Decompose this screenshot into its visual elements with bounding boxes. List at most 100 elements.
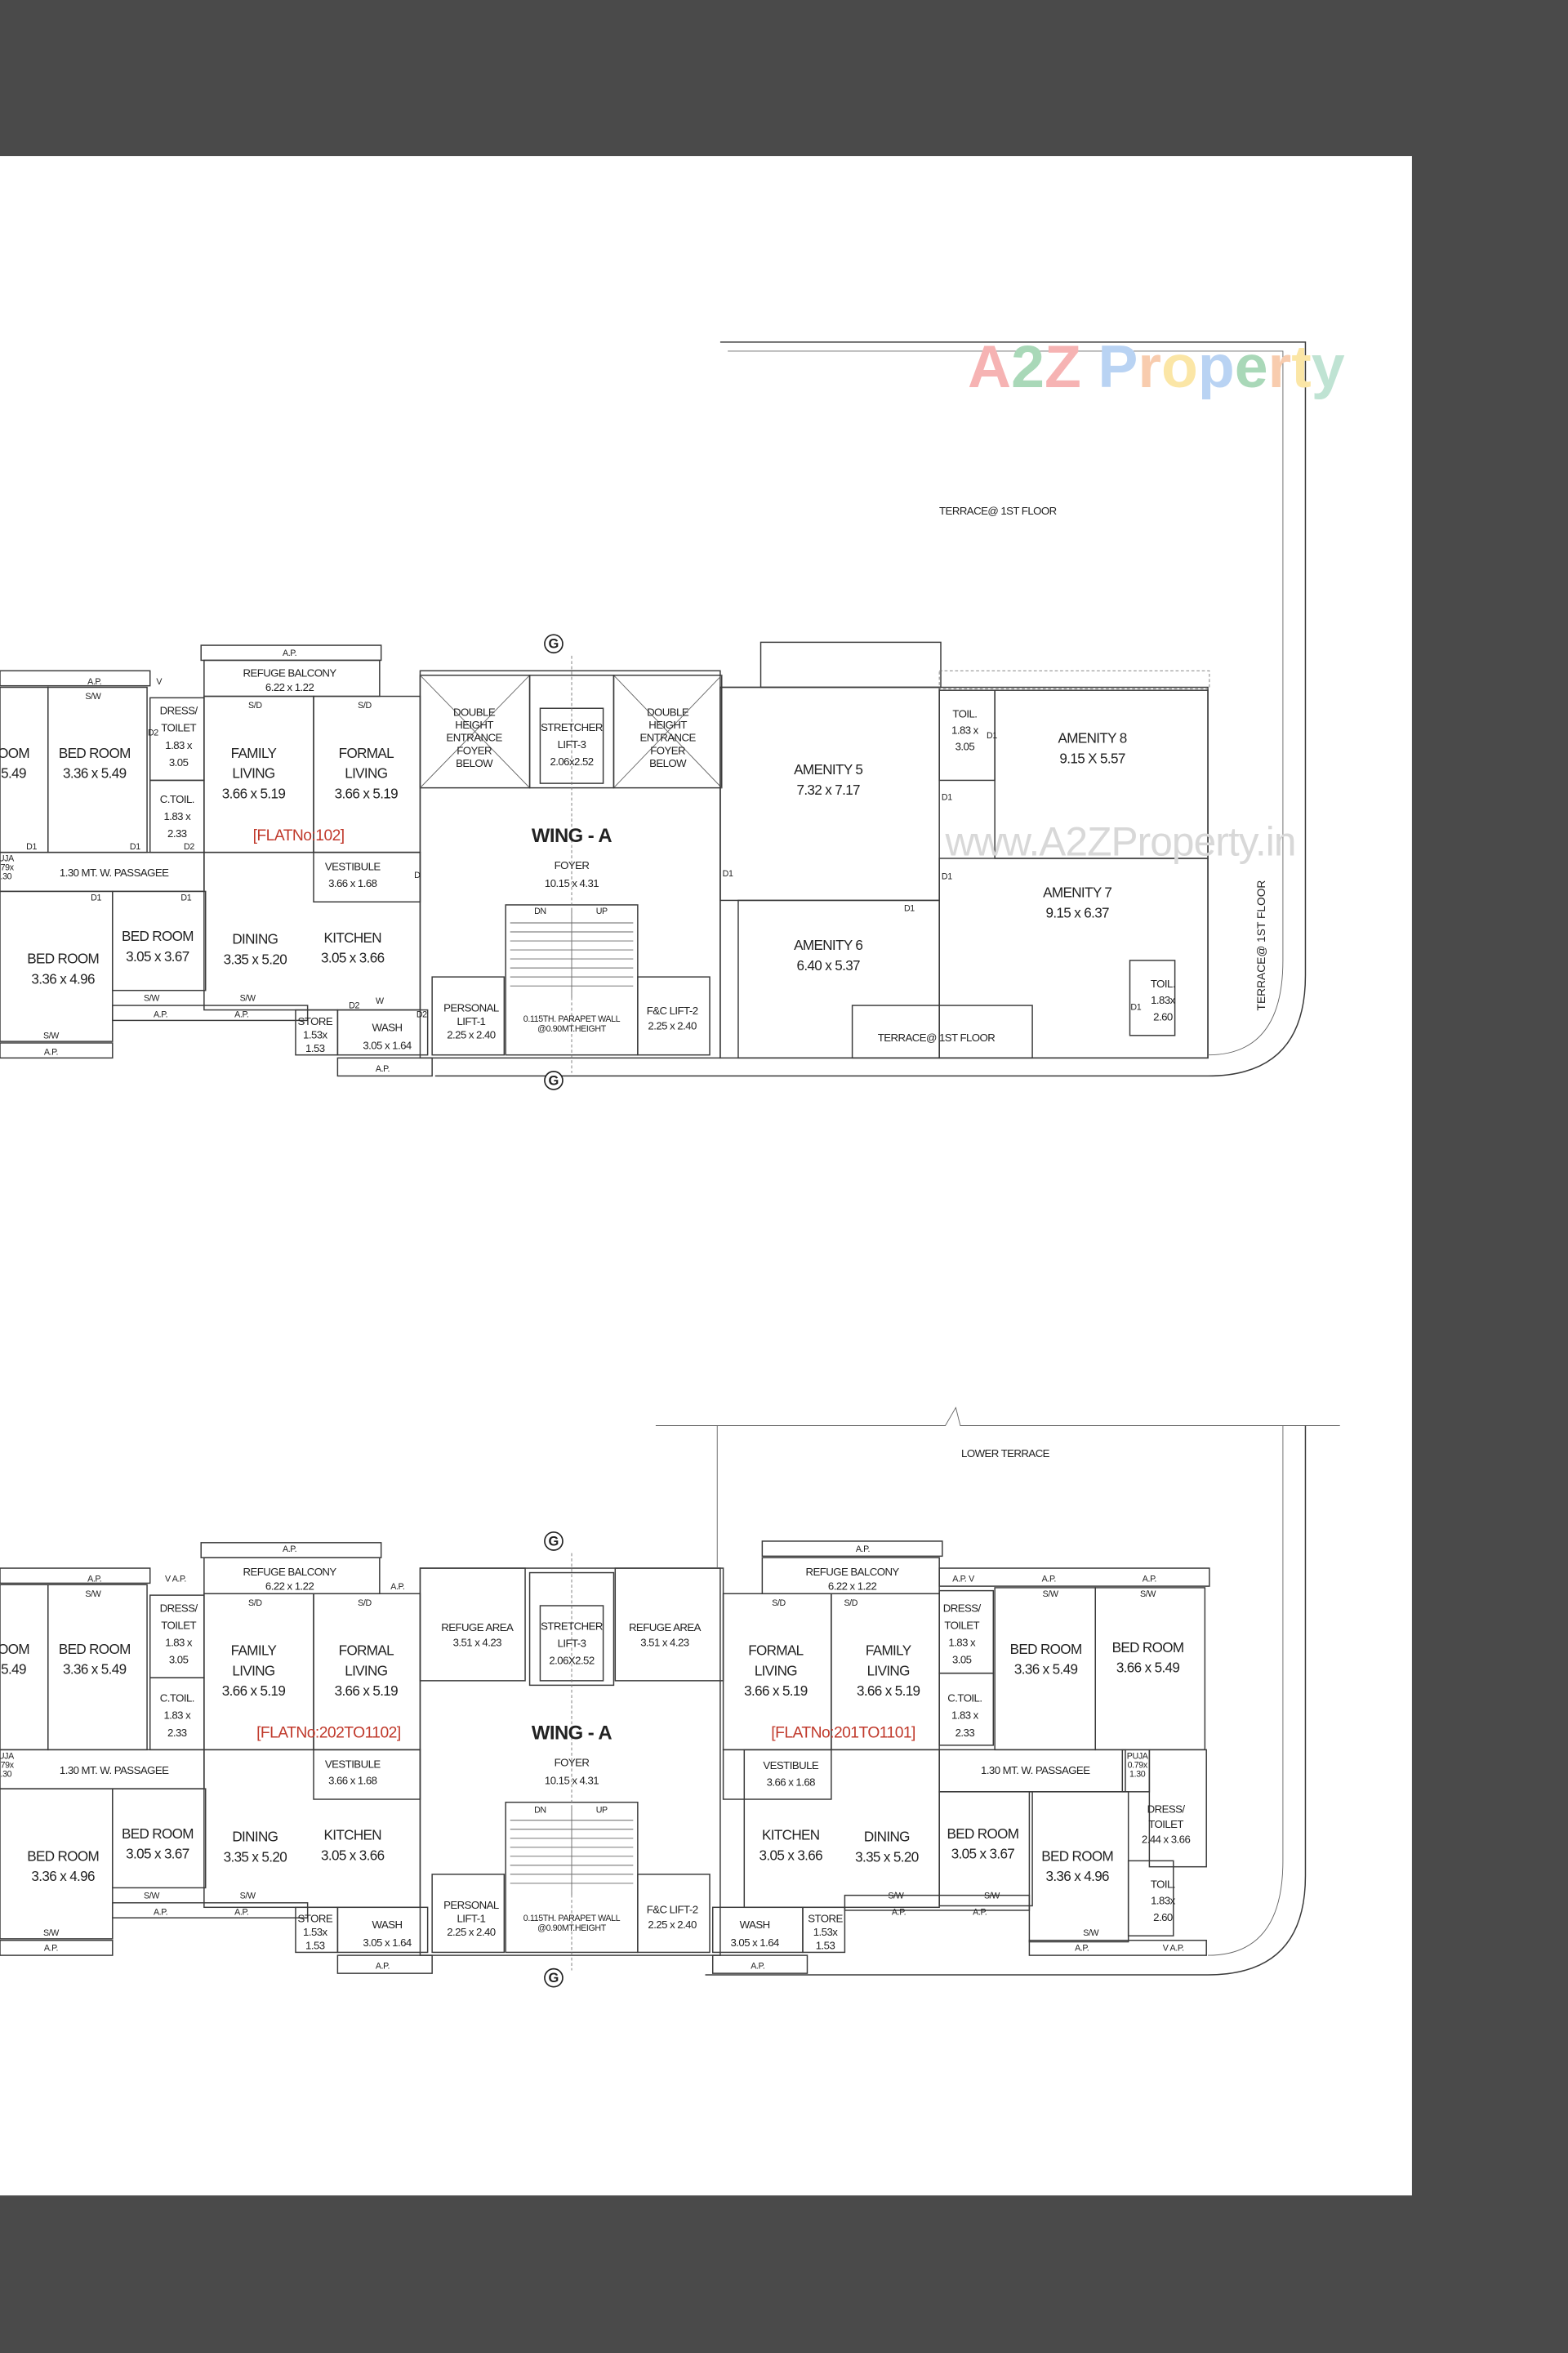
label-line: D2 xyxy=(148,728,158,738)
flat-number-flatno-201to1101: [FLATNo:201TO1101] xyxy=(771,1725,915,1742)
label-line: AMENITY 7 xyxy=(1043,885,1111,901)
wall-outline xyxy=(336,1009,429,1056)
wall-outline xyxy=(711,1954,808,1974)
room-label-terrace-1st-floor: TERRACE@ 1ST FLOOR xyxy=(1255,880,1267,1011)
label-line: 2.33 xyxy=(167,827,187,840)
label-line: S/D xyxy=(248,701,262,711)
label-line: KITCHEN xyxy=(324,1828,381,1843)
a2z-property-logo: A2Z Property xyxy=(968,332,1345,400)
room-label-lower-terrace: LOWER TERRACE xyxy=(961,1447,1050,1459)
flat-number-flatno-202to1102: [FLATNo:202TO1102] xyxy=(256,1725,401,1742)
grid-marker-g: G xyxy=(549,1533,559,1549)
label-line: FAMILY xyxy=(866,1643,912,1659)
label-line: 1.53x xyxy=(303,1028,328,1041)
label-line: FORMAL xyxy=(339,746,394,761)
label-line: REFUGE BALCONY xyxy=(243,1566,336,1578)
drawing-sheet xyxy=(0,156,1412,2196)
room-label-s-d: S/D xyxy=(248,701,262,711)
label-line: A.P. xyxy=(390,1582,404,1592)
label-line: 1.30 MT. W. PASSAGEE xyxy=(60,867,169,879)
label-line: S/W xyxy=(85,1589,100,1599)
label-line: 3.05 x 3.66 xyxy=(321,1847,385,1863)
label-line: 2.25 x 2.40 xyxy=(447,1028,496,1041)
wall-line xyxy=(1208,1425,1284,1956)
label-line: S/W xyxy=(984,1891,1000,1901)
room-label-a-p: A.P. xyxy=(390,1582,404,1592)
label-line: C.TOIL. xyxy=(160,1692,194,1705)
label-line: D1 xyxy=(1130,1003,1141,1013)
room-label-a-p: A.P. xyxy=(154,1010,167,1020)
label-line: 3.51 x 4.23 xyxy=(453,1637,502,1649)
wall-outline xyxy=(938,670,1210,689)
wing-title-wing-a: WING - A xyxy=(532,825,612,847)
label-line: .30 xyxy=(0,872,11,882)
label-line: D1 xyxy=(130,842,140,852)
label-line: A.P. xyxy=(376,1064,390,1074)
room-label-s-d: S/D xyxy=(358,1598,372,1608)
label-line: 3.05 x 1.64 xyxy=(730,1936,779,1949)
label-line: 1.53 xyxy=(305,1940,325,1952)
label-line: A.P. xyxy=(751,1962,764,1972)
label-line: BED ROOM xyxy=(27,1848,99,1864)
label-line: F&C LIFT-2 xyxy=(647,1904,698,1916)
label-line: 2.25 x 2.40 xyxy=(648,1019,697,1032)
room-label-uja: UJA.79x.30 xyxy=(0,1751,15,1779)
label-line: D1 xyxy=(91,893,101,902)
room-label-dn: DN xyxy=(534,907,546,916)
label-line: 10.15 x 4.31 xyxy=(545,877,599,889)
label-line: STORE xyxy=(298,1015,333,1027)
room-label-s-d: S/D xyxy=(772,1598,786,1608)
label-line: 6.40 x 5.37 xyxy=(796,958,860,974)
label-line: 2.60 xyxy=(1153,1911,1173,1923)
room-label-up: UP xyxy=(596,907,608,916)
label-line: 3.36 x 4.96 xyxy=(1045,1869,1109,1884)
label-line: PUJA xyxy=(1127,1751,1149,1761)
logo-letter: y xyxy=(1312,332,1345,400)
label-line: KITCHEN xyxy=(762,1828,819,1843)
wall-outline xyxy=(112,1902,309,1918)
room-label-s-w: S/W xyxy=(984,1891,1000,1901)
label-line: 3.36 x 4.96 xyxy=(31,971,95,987)
label-line: 3.66 x 5.19 xyxy=(857,1683,920,1699)
label-line: LIFT-1 xyxy=(457,1015,485,1027)
wall-outline xyxy=(851,1005,1033,1059)
label-line: 3.66 x 5.19 xyxy=(744,1683,808,1699)
label-line: 3.36 x 5.49 xyxy=(63,1662,127,1678)
room-label-1-30-mt-w-passagee: 1.30 MT. W. PASSAGEE xyxy=(60,1764,169,1776)
label-line: DRESS/ xyxy=(943,1602,982,1614)
label-line: 3.05 x 3.66 xyxy=(760,1847,823,1863)
label-line: TERRACE@ 1ST FLOOR xyxy=(878,1032,996,1044)
room-label-d1: D1 xyxy=(180,893,191,902)
label-line: 1.30 xyxy=(1129,1769,1146,1779)
label-line: @0.90MT.HEIGHT xyxy=(537,1024,607,1034)
label-line: D1 xyxy=(180,893,191,902)
label-line: 3.05 xyxy=(956,741,975,753)
label-line: 1.30 MT. W. PASSAGEE xyxy=(60,1764,169,1776)
room-label-0-115th-parapet-wall: 0.115TH. PARAPET WALL@0.90MT.HEIGHT xyxy=(523,1014,621,1034)
label-line: WING - A xyxy=(532,825,612,847)
label-line: 2.44 x 3.66 xyxy=(1142,1833,1191,1845)
label-line: 2.06x2.52 xyxy=(550,755,593,768)
label-line: KITCHEN xyxy=(324,930,381,946)
label-line: S/W xyxy=(240,1891,256,1901)
label-line: WASH xyxy=(372,1918,403,1931)
label-line: STRETCHER xyxy=(541,1620,603,1632)
room-label-d1: D1 xyxy=(1130,1003,1141,1013)
room-label-d1: D1 xyxy=(723,869,733,879)
label-line: 3.51 x 4.23 xyxy=(640,1637,689,1649)
room-label-a-p: A.P. xyxy=(234,1907,248,1917)
